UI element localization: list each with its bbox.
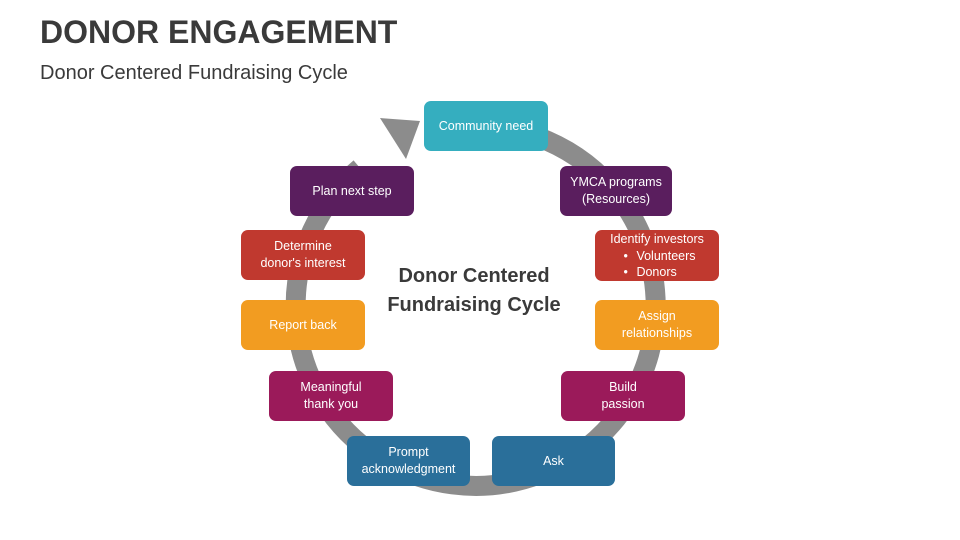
node-report-back: Report back <box>241 300 365 350</box>
node-meaningful-thank-you: Meaningful thank you <box>269 371 393 421</box>
node-plan-next-step: Plan next step <box>290 166 414 216</box>
node-assign-relationships: Assign relationships <box>595 300 719 350</box>
node-determine-donor-interest: Determine donor's interest <box>241 230 365 280</box>
node-label: Plan next step <box>312 183 392 198</box>
node-label: Prompt acknowledgment <box>361 445 456 476</box>
node-prompt-acknowledgment: Prompt acknowledgment <box>347 436 470 486</box>
node-label: YMCA programs (Resources) <box>570 175 662 206</box>
node-build-passion: Build passion <box>561 371 685 421</box>
node-label: Identify investors <box>610 232 704 246</box>
node-label: Assign relationships <box>621 309 693 340</box>
center-label: Donor Centered Fundraising Cycle <box>387 265 561 316</box>
node-label: Meaningful thank you <box>300 380 362 411</box>
node-label: Report back <box>269 317 337 332</box>
list-item: Donors <box>623 264 695 280</box>
node-community-need: Community need <box>424 101 548 151</box>
node-label: Build passion <box>601 380 645 411</box>
node-ask: Ask <box>492 436 615 486</box>
page-title: DONOR ENGAGEMENT <box>40 14 398 50</box>
investor-list: Volunteers Donors <box>618 248 695 280</box>
cycle-arrowhead <box>380 118 420 159</box>
node-label: Community need <box>438 118 534 133</box>
node-label: Ask <box>543 453 564 468</box>
node-ymca-programs: YMCA programs (Resources) <box>560 166 672 216</box>
list-item: Volunteers <box>623 248 695 264</box>
node-label: Determine donor's interest <box>260 239 346 270</box>
node-identify-investors: Identify investors Volunteers Donors <box>595 230 719 281</box>
page-subtitle: Donor Centered Fundraising Cycle <box>40 62 348 84</box>
